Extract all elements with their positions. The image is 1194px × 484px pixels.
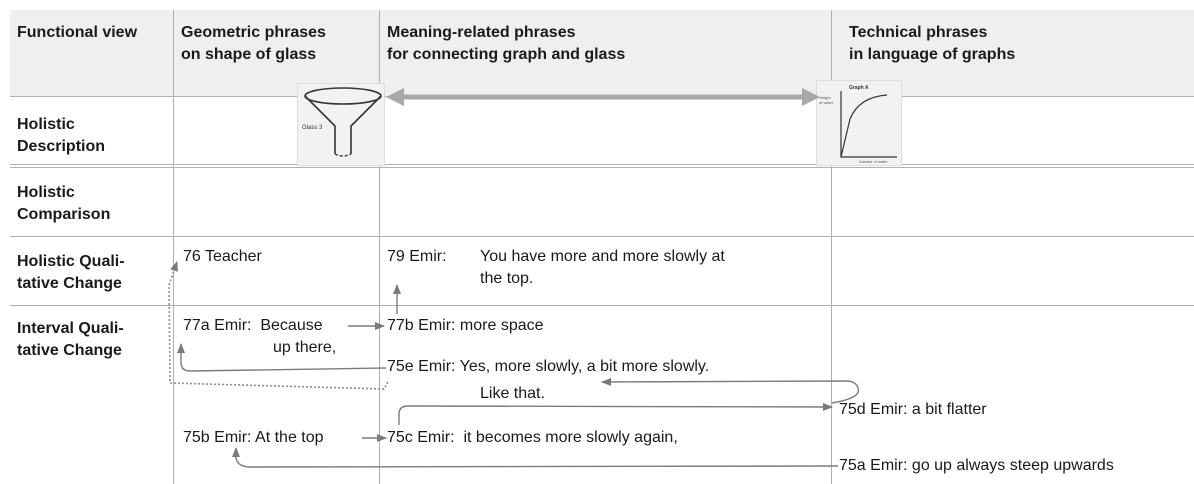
row-divider (10, 167, 1194, 168)
glass-label: Glass 3 (302, 125, 323, 131)
utterance-75c: 75c Emir: it becomes more slowly again, (387, 429, 678, 446)
arrow-75a-to-75b (232, 447, 839, 468)
utterance-79-speaker: 79 Emir: (387, 248, 447, 265)
arrow-75c-to-75d (398, 402, 833, 425)
header-row-background (10, 10, 1194, 96)
row-label-holistic-qualitative-change: Holistic Quali- tative Change (17, 253, 125, 292)
graph-ylabel: Height (819, 95, 831, 100)
glass-graph-connection-arrow (386, 88, 820, 106)
glass-image: Glass 3 (297, 83, 385, 166)
utterance-77b: 77b Emir: more space (387, 317, 544, 334)
graph-xlabel: Volume of water (859, 159, 888, 164)
header-functional-view: Functional view (17, 24, 138, 41)
utterance-75e: 75e Emir: Yes, more slowly, a bit more s… (387, 358, 710, 375)
row-label-holistic-comparison: Holistic Comparison (17, 184, 111, 223)
row-label-interval-qualitative-change: Interval Quali- tative Change (17, 320, 124, 359)
arrow-75d-to-75e (601, 377, 860, 404)
header-technical-phrases: Technical phrases in language of graphs (849, 24, 1016, 63)
utterance-75a: 75a Emir: go up always steep upwards (839, 457, 1114, 474)
header-geometric-phrases: Geometric phrases on shape of glass (181, 24, 326, 63)
column-divider (831, 10, 832, 484)
row-divider (10, 236, 1194, 237)
graph-a-icon: Graph A Height of water Volume of water (819, 85, 897, 164)
utterance-75e-cont: Like that. (480, 385, 545, 402)
utterance-77a-cont: up there, (273, 339, 337, 356)
utterance-76: 76 Teacher (183, 248, 262, 265)
utterance-75b: 75b Emir: At the top (183, 429, 324, 446)
utterance-79-text: You have more and more slowly at (480, 248, 725, 265)
graph-image: Graph A Height of water Volume of water (816, 80, 902, 166)
header-meaning-related-phrases: Meaning-related phrases for connecting g… (387, 24, 626, 63)
row-label-holistic-description: Holistic Description (17, 116, 106, 155)
arrow-75e-to-77a (177, 343, 387, 372)
utterance-77a: 77a Emir: Because (183, 317, 323, 334)
utterance-79-text-cont: the top. (480, 270, 534, 287)
graph-ylabel-2: of water (819, 100, 834, 105)
column-divider (379, 10, 380, 484)
row-divider (10, 305, 1194, 306)
graph-title: Graph A (849, 85, 869, 91)
row-divider (10, 164, 1194, 165)
utterance-75d: 75d Emir: a bit flatter (839, 401, 987, 418)
column-divider (173, 10, 174, 484)
dotted-arrow-to-76 (168, 261, 389, 390)
funnel-glass-icon: Glass 3 (302, 87, 382, 157)
